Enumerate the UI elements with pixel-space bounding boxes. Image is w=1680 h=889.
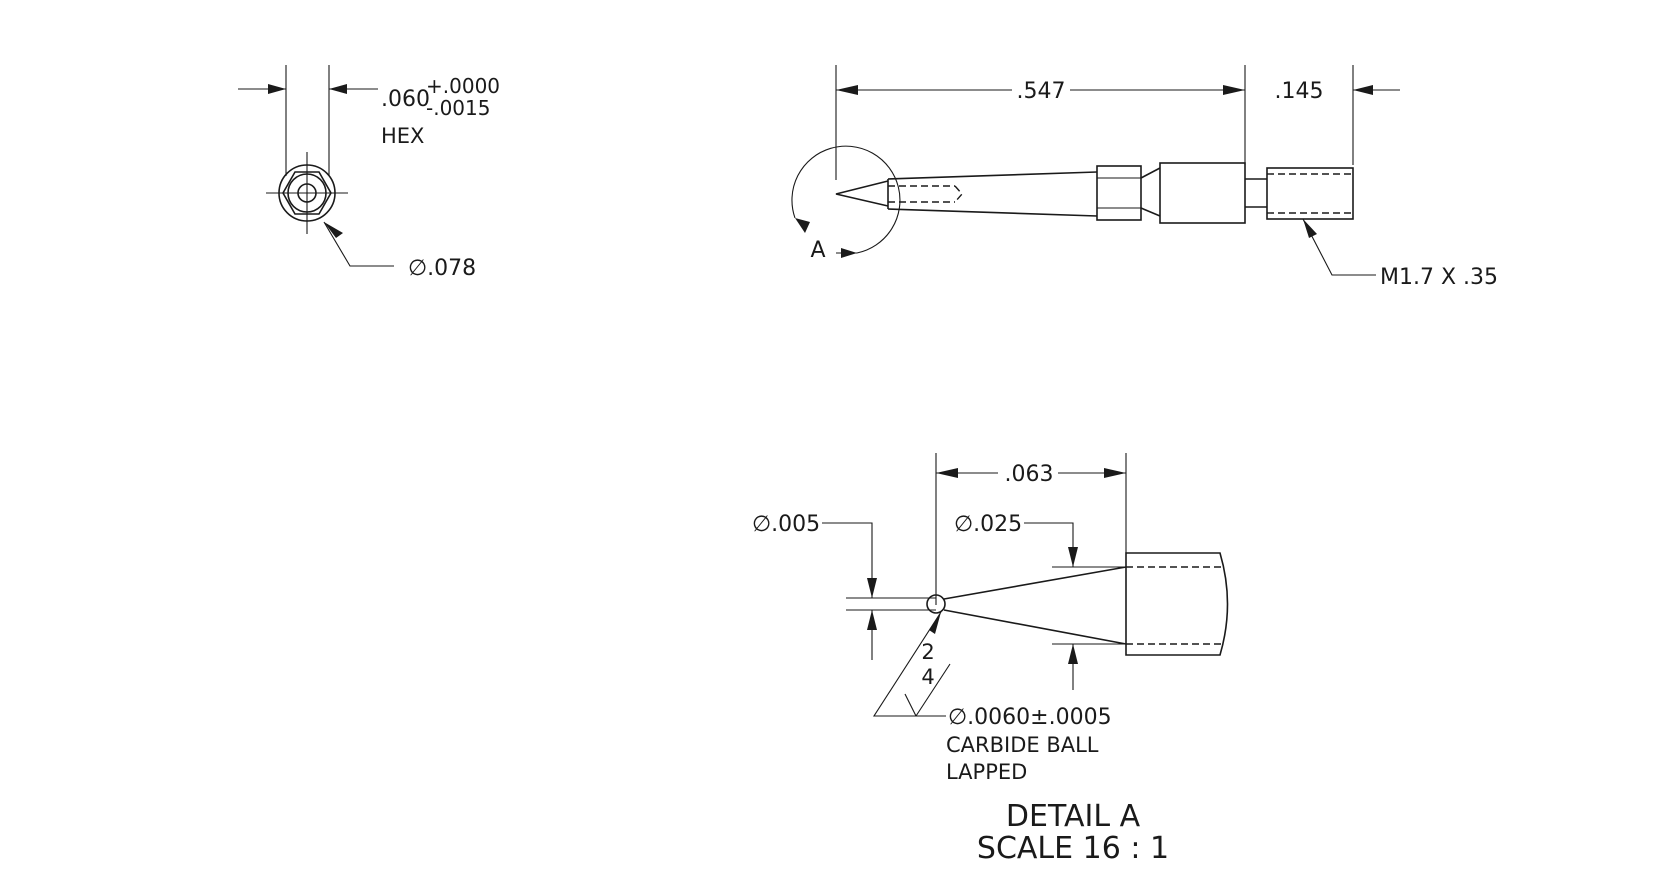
length-thread-text: .145: [1275, 79, 1324, 104]
arrowhead: [324, 222, 343, 238]
arrowhead: [867, 578, 877, 598]
hex-tol-plus-text: +.0000: [426, 74, 500, 98]
ball-note-1-text: CARBIDE BALL: [946, 733, 1099, 757]
arrowhead: [936, 468, 958, 478]
detail-scale-text: SCALE 16 : 1: [977, 831, 1169, 866]
arrowhead: [867, 610, 877, 630]
shaft-top: [887, 171, 1098, 180]
arrowhead: [1104, 468, 1126, 478]
arrowhead: [795, 218, 810, 233]
side-view: .547 .145 M1.7 X .35: [791, 65, 1498, 290]
ball-note-2-text: LAPPED: [946, 760, 1027, 784]
ball-leader-angle: [915, 663, 951, 717]
arrowhead: [1068, 547, 1078, 567]
cone-top: [943, 566, 1127, 600]
arrowhead: [929, 612, 941, 634]
hex-tol-minus-text: -.0015: [426, 96, 490, 120]
detail-title-text: DETAIL A: [1006, 799, 1141, 834]
arrowhead: [329, 84, 347, 94]
angle-bottom-text: 4: [921, 665, 934, 689]
hex-label-text: HEX: [381, 124, 424, 148]
tip-cone: [835, 180, 889, 207]
dim-005-leader-top: [822, 522, 873, 598]
hex-size-text: .060: [381, 87, 430, 112]
ball-leader: [872, 611, 946, 717]
body-cylinder: [1159, 162, 1246, 224]
ball-leader-tick: [904, 693, 917, 717]
arrowhead: [1353, 85, 1373, 95]
arrowhead: [841, 248, 857, 258]
carbide-ball: [926, 594, 946, 614]
length-tip-text: .063: [1005, 462, 1054, 487]
thread-leader: [1302, 218, 1376, 276]
dia-shank-text: ∅.025: [954, 512, 1022, 537]
detail-circle: [791, 145, 901, 254]
arrowhead: [1303, 219, 1317, 238]
shank-body: [1125, 552, 1229, 656]
cone-bottom: [943, 609, 1127, 645]
length-main-text: .547: [1017, 79, 1066, 104]
hex-chamfer-top: [1140, 167, 1161, 179]
angle-top-text: 2: [921, 640, 934, 664]
dia-leader: [323, 221, 394, 267]
detail-view: .063 ∅.005 ∅.025 2 4 ∅.0060±.0005: [752, 453, 1229, 866]
ball-dia-text: ∅.0060±.0005: [948, 705, 1112, 730]
shaft-bottom: [887, 208, 1098, 217]
hex-nut: [1096, 165, 1142, 221]
hex-chamfer-bottom: [1140, 207, 1161, 217]
dim-025-leader-top: [1024, 522, 1074, 567]
hex-dia-text: ∅.078: [408, 256, 476, 281]
arrowhead: [836, 85, 858, 95]
arrowhead: [268, 84, 286, 94]
end-view: .060 +.0000 -.0015 HEX ∅.078: [238, 65, 500, 281]
dia-ball-end-text: ∅.005: [752, 512, 820, 537]
thread-body: [1266, 167, 1354, 220]
arrowhead: [1068, 644, 1078, 664]
tip-hidden-bore-end: [954, 185, 963, 203]
detail-ref-text: A: [810, 238, 825, 263]
arrowhead: [1223, 85, 1245, 95]
thread-label-text: M1.7 X .35: [1380, 265, 1498, 290]
